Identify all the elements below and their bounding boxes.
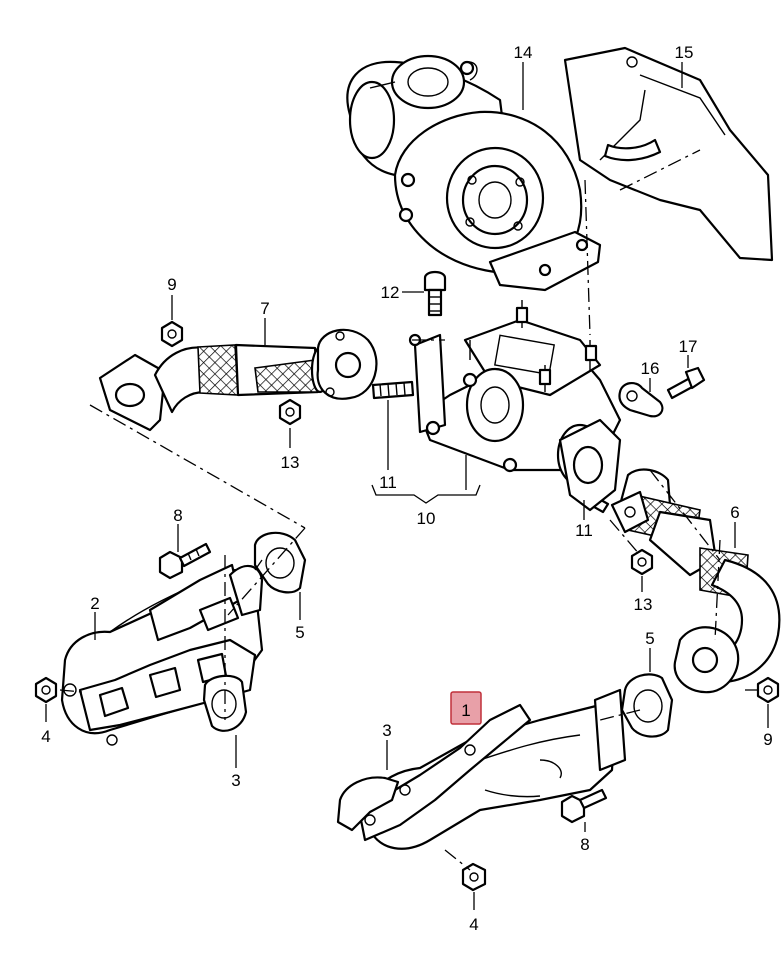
bolt-12 [423, 270, 447, 317]
nuts-right [461, 676, 780, 892]
callout-9-top: 9 [167, 275, 176, 294]
callout-8-left: 8 [173, 506, 182, 525]
callout-13-right: 13 [634, 595, 653, 614]
callout-4-left: 4 [41, 727, 50, 746]
nut-13-right [630, 548, 654, 576]
callout-6: 6 [730, 503, 739, 522]
callout-4-right: 4 [469, 915, 478, 934]
callout-3-right: 3 [382, 721, 391, 740]
callout-1: 1 [461, 701, 470, 720]
turbocharger [346, 54, 602, 292]
left-connecting-pipe [98, 328, 378, 432]
bolt-8-right [560, 788, 608, 824]
callout-12: 12 [381, 283, 400, 302]
callout-8-right: 8 [580, 835, 589, 854]
callout-labels: 14 15 12 9 7 13 11 10 17 16 11 6 13 8 2 … [41, 43, 772, 934]
nut-4-left [34, 676, 58, 704]
highlight-box-1 [450, 691, 482, 725]
callout-13-left: 13 [281, 453, 300, 472]
callout-2: 2 [90, 594, 99, 613]
gasket-16-bolt-17 [618, 366, 706, 418]
callout-15: 15 [675, 43, 694, 62]
leader-lines [45, 62, 769, 910]
gaskets-right [336, 673, 674, 832]
callout-11-right: 11 [575, 521, 593, 540]
callout-5-left: 5 [295, 623, 304, 642]
right-exhaust-manifold [356, 688, 627, 850]
callout-17: 17 [679, 337, 698, 356]
callout-3-left: 3 [231, 771, 240, 790]
assembly-lines [59, 149, 760, 871]
right-connecting-pipe [558, 418, 781, 694]
callout-7: 7 [260, 299, 269, 318]
bolt-8-left [158, 542, 212, 580]
callout-11-left: 11 [379, 473, 397, 492]
nuts-left-pipe [160, 320, 302, 426]
heat-shield [563, 46, 774, 262]
callout-14: 14 [514, 43, 533, 62]
callout-10: 10 [417, 509, 436, 528]
callout-9-right: 9 [763, 730, 772, 749]
callout-16: 16 [641, 359, 660, 378]
callout-5-right: 5 [645, 629, 654, 648]
